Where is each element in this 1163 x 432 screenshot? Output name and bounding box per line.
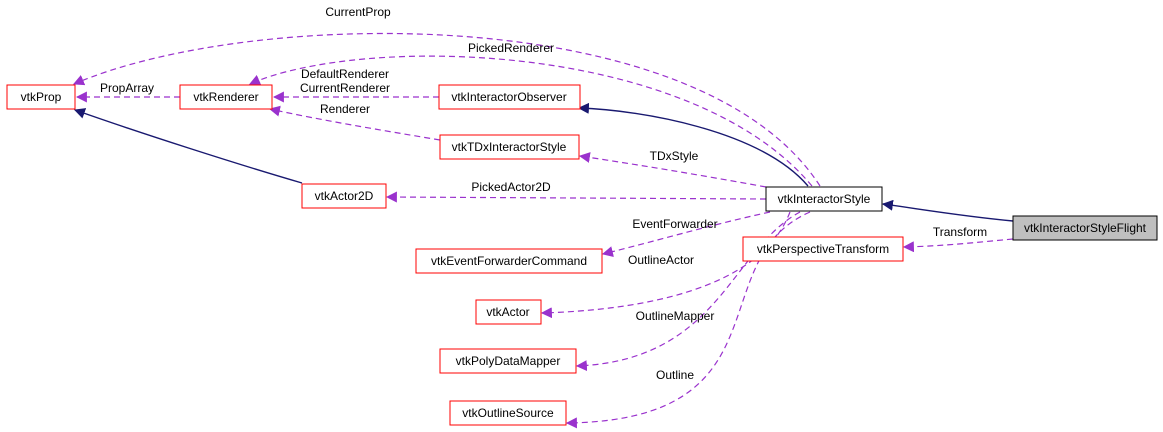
edge-label-outline: Outline <box>656 368 694 382</box>
svg-text:vtkPolyDataMapper: vtkPolyDataMapper <box>456 354 561 368</box>
svg-text:vtkEventForwarderCommand: vtkEventForwarderCommand <box>431 254 587 268</box>
edge-label-prop-array: PropArray <box>100 81 154 95</box>
edge-label-outline-actor: OutlineActor <box>628 253 694 267</box>
edge-tdx-style <box>578 152 767 188</box>
edge-label-tdx-style: TDxStyle <box>650 149 699 163</box>
edge-label-current-renderer: CurrentRenderer <box>300 81 390 95</box>
edge-style-to-observer <box>577 102 809 187</box>
node-vtk-renderer[interactable]: vtkRenderer <box>179 84 273 110</box>
node-vtk-outline-source[interactable]: vtkOutlineSource <box>449 400 567 426</box>
edge-event-forwarder <box>601 211 771 257</box>
node-vtk-actor2d[interactable]: vtkActor2D <box>301 183 387 209</box>
svg-text:vtkActor2D: vtkActor2D <box>315 189 374 203</box>
svg-text:vtkRenderer: vtkRenderer <box>193 90 258 104</box>
edge-label-renderer: Renderer <box>320 102 370 116</box>
svg-text:vtkProp: vtkProp <box>21 90 62 104</box>
svg-text:vtkInteractorObserver: vtkInteractorObserver <box>451 90 566 104</box>
svg-text:vtkInteractorStyleFlight: vtkInteractorStyleFlight <box>1024 221 1147 235</box>
edge-label-outline-mapper: OutlineMapper <box>636 309 715 323</box>
edge-transform <box>902 238 1014 253</box>
node-vtk-prop[interactable]: vtkProp <box>6 84 76 110</box>
edge-label-picked-renderer: PickedRenderer <box>468 41 554 55</box>
svg-text:vtkActor: vtkActor <box>486 305 529 319</box>
svg-text:vtkOutlineSource: vtkOutlineSource <box>462 406 554 420</box>
edge-label-event-forwarder: EventForwarder <box>632 217 717 231</box>
svg-text:vtkPerspectiveTransform: vtkPerspectiveTransform <box>757 242 889 256</box>
edge-picked-renderer <box>248 55 813 187</box>
edge-label-current-prop: CurrentProp <box>325 5 391 19</box>
svg-text:vtkTDxInteractorStyle: vtkTDxInteractorStyle <box>452 140 567 154</box>
edge-current-prop <box>72 32 821 187</box>
edge-label-default-renderer: DefaultRenderer <box>301 67 389 81</box>
node-vtk-interactor-style-flight[interactable]: vtkInteractorStyleFlight <box>1012 215 1158 241</box>
edge-label-transform: Transform <box>933 225 987 239</box>
node-vtk-tdx-interactor-style[interactable]: vtkTDxInteractorStyle <box>439 134 580 160</box>
svg-text:vtkInteractorStyle: vtkInteractorStyle <box>778 192 871 206</box>
edge-picked-actor2d <box>385 191 767 203</box>
node-vtk-event-forwarder-command[interactable]: vtkEventForwarderCommand <box>415 248 603 274</box>
node-vtk-interactor-style[interactable]: vtkInteractorStyle <box>765 186 883 212</box>
edge-flight-to-style <box>881 199 1014 222</box>
edge-actor2d-to-prop <box>73 108 303 184</box>
edge-renderer <box>268 105 441 141</box>
node-vtk-perspective-transform[interactable]: vtkPerspectiveTransform <box>742 236 904 262</box>
edge-outline-mapper <box>575 211 801 372</box>
node-vtk-actor[interactable]: vtkActor <box>475 299 542 325</box>
node-vtk-poly-data-mapper[interactable]: vtkPolyDataMapper <box>439 348 577 374</box>
node-vtk-interactor-observer[interactable]: vtkInteractorObserver <box>438 84 581 110</box>
edge-label-picked-actor2d: PickedActor2D <box>471 180 551 194</box>
